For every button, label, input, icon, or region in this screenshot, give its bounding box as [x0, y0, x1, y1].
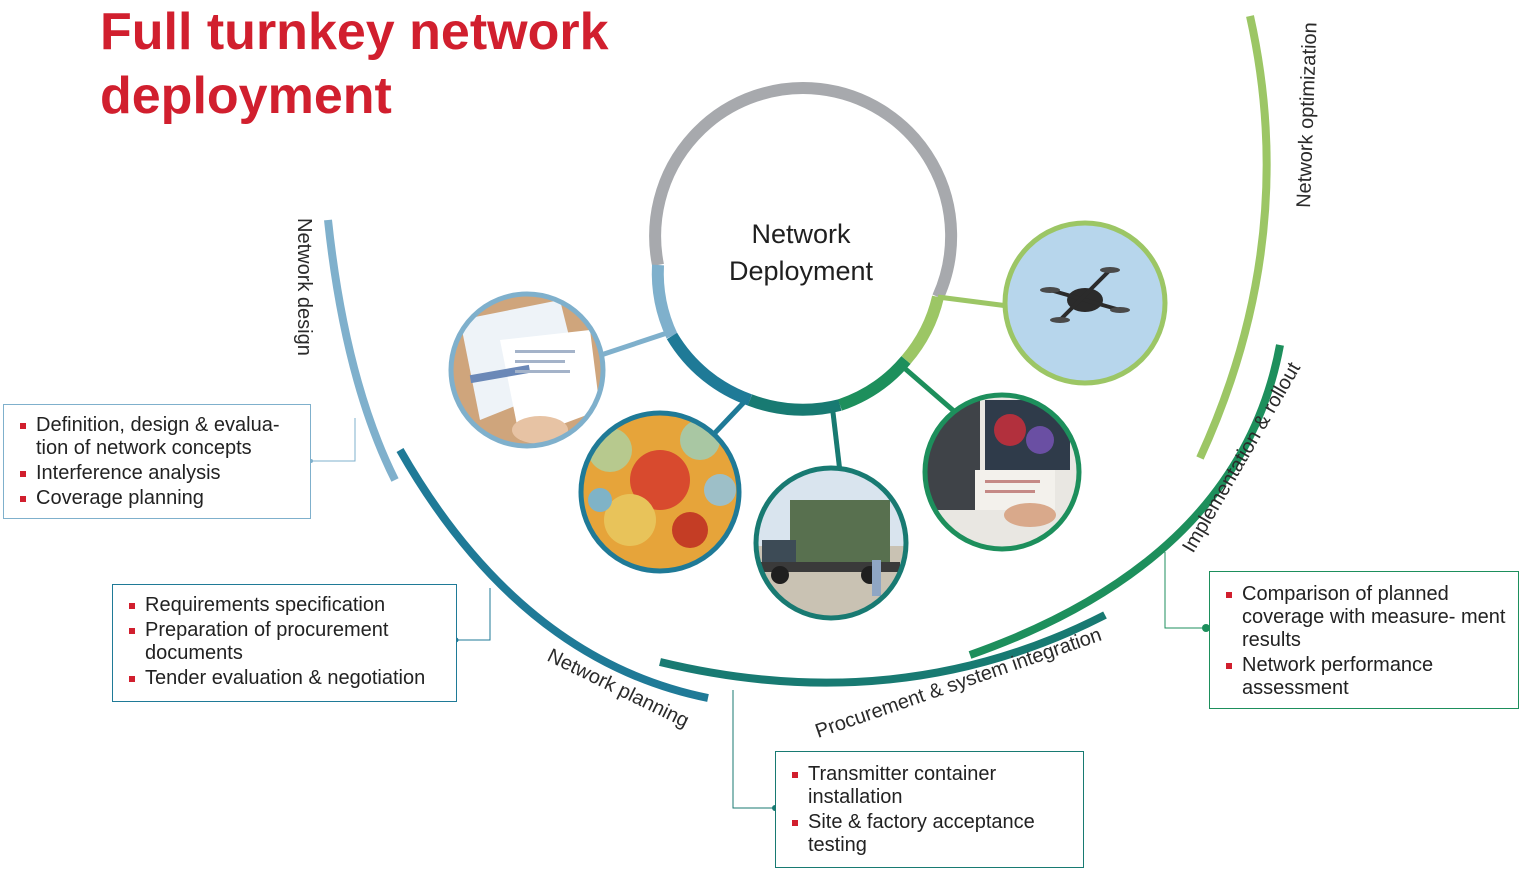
procurement-box: Transmitter container installation Site … — [775, 751, 1084, 868]
list-item: Transmitter container installation — [786, 763, 1073, 809]
spoke-procurement — [829, 403, 843, 473]
procurement-connector — [732, 690, 775, 809]
tablet-map-photo — [927, 397, 1077, 547]
center-ring-planning — [666, 332, 753, 406]
phase-label-optimization: Network optimization — [1293, 22, 1321, 208]
list-item: Site & factory acceptance testing — [786, 811, 1073, 857]
design-arc — [324, 219, 399, 482]
phase-label-implementation: Implementation & rollout — [1178, 358, 1305, 556]
center-ring-implementation — [837, 356, 911, 411]
center-label: Network Deployment — [676, 216, 926, 290]
list-item: Tender evaluation & negotiation — [123, 667, 446, 690]
planning-connector — [456, 588, 491, 641]
phase-label-design: Network design — [293, 218, 315, 356]
list-item: Preparation of procurement documents — [123, 619, 446, 665]
list-item: Network performance assessment — [1220, 654, 1508, 700]
list-item: Comparison of planned coverage with meas… — [1220, 583, 1508, 652]
optimization-box: Comparison of planned coverage with meas… — [1209, 571, 1519, 709]
center-label-line1: Network — [751, 219, 851, 249]
center-ring-procurement — [747, 394, 842, 416]
documents-photo — [453, 296, 601, 444]
list-item: Requirements specification — [123, 594, 446, 617]
coverage-map-photo — [583, 415, 737, 569]
list-item: Interference analysis — [14, 462, 300, 485]
center-label-line2: Deployment — [728, 256, 874, 286]
design-box: Definition, design & evalua- tion of net… — [3, 404, 311, 519]
planning-box: Requirements specification Preparation o… — [112, 584, 457, 702]
page-title: Full turnkey network deployment — [100, 3, 609, 125]
optimization-arc — [1196, 15, 1271, 460]
spoke-implementation — [900, 364, 957, 414]
procurement-arc — [659, 611, 1107, 687]
center-ring-gray — [649, 82, 958, 300]
center-ring-design — [651, 264, 678, 339]
list-item: Coverage planning — [14, 487, 300, 510]
spoke-optimization — [937, 294, 1009, 309]
design-connector — [311, 418, 356, 462]
implementation-arc — [968, 344, 1284, 659]
drone-photo — [1007, 225, 1163, 381]
center-ring-optimization — [901, 295, 944, 364]
spoke-planning — [710, 396, 750, 438]
list-item: Definition, design & evalua- tion of net… — [14, 414, 300, 460]
implementation-connector — [1164, 552, 1206, 629]
planning-arc — [396, 448, 709, 702]
spoke-design — [597, 330, 668, 359]
